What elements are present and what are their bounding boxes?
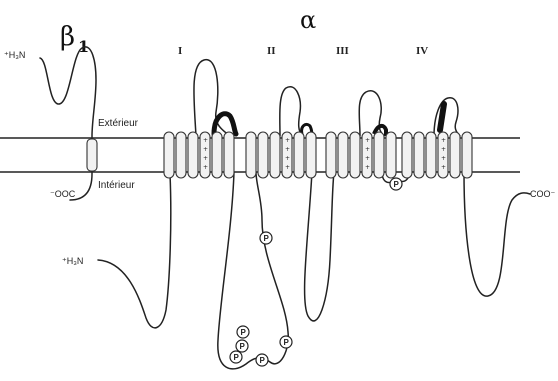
phosphorylation-site-label: P <box>260 356 266 365</box>
domain-3-segment-s1 <box>325 131 337 179</box>
exterior-label: Extérieur <box>98 118 139 129</box>
beta-c-terminus-label: ⁻OOC <box>50 189 76 199</box>
domain-2-segment-s4 <box>281 131 293 179</box>
domain-3-segment-s4 <box>361 131 373 179</box>
voltage-sensor-charge: + <box>441 146 446 153</box>
voltage-sensor-charge: + <box>441 137 446 144</box>
loop-1-2-intracellular <box>217 171 289 370</box>
voltage-sensor-charge: + <box>365 164 370 171</box>
domain-label-2: II <box>267 45 276 57</box>
alpha-subunit-title: α <box>300 6 316 34</box>
beta-subunit-title: β 1 <box>60 22 89 56</box>
phosphorylation-site-circle <box>389 177 403 191</box>
domain-label-1: I <box>178 45 182 57</box>
domain-3-segment-s3 <box>349 131 361 179</box>
loop-2-3-intracellular <box>303 171 335 322</box>
voltage-sensor-charge: + <box>365 137 370 144</box>
phosphorylation-site-label: P <box>264 234 270 243</box>
domain-1-pore-loop <box>211 111 239 137</box>
phosphorylation-site-circle <box>235 339 249 353</box>
alpha-n-terminal-tail <box>97 173 172 329</box>
domain-2-segment-s1 <box>245 131 257 179</box>
voltage-sensor-charge: + <box>203 146 208 153</box>
voltage-sensor-charge: + <box>203 155 208 162</box>
domain-1-segment-s2 <box>175 131 187 179</box>
domain-1-segment-s5 <box>211 131 223 179</box>
phosphorylation-site-label: P <box>394 180 400 189</box>
phosphorylation-site-label: P <box>234 353 240 362</box>
domain-2-extracellular-loop <box>279 85 303 137</box>
beta-subunit-chain <box>39 46 97 201</box>
voltage-sensor-charge: + <box>365 146 370 153</box>
phosphorylation-site-label: P <box>241 328 247 337</box>
domain-4-segment-s4 <box>437 131 449 179</box>
interior-label: Intérieur <box>98 180 135 191</box>
domain-label-4: IV <box>416 45 428 57</box>
domain-2-segment-s5 <box>293 131 305 179</box>
beta-n-terminus-label: ⁺H₃N <box>4 50 25 60</box>
voltage-sensor-charge: + <box>285 155 290 162</box>
domain-3-segment-s6 <box>385 131 397 179</box>
domain-4-extracellular-loop <box>433 97 461 137</box>
domain-1-extracellular-loop <box>193 59 231 137</box>
domain-1-segment-s3 <box>187 131 199 179</box>
domain-3-segment-s2 <box>337 131 349 179</box>
voltage-sensor-charge: + <box>365 155 370 162</box>
domain-2-segment-s6 <box>305 131 317 179</box>
phosphorylation-site-label: P <box>284 338 290 347</box>
domain-3-extracellular-loop <box>358 90 385 137</box>
domain-3-segment-s5 <box>373 131 385 179</box>
phosphorylation-site-circle <box>236 325 250 339</box>
domain-4-segment-s3 <box>425 131 437 179</box>
domain-4-segment-s5 <box>449 131 461 179</box>
phosphorylation-site-label: P <box>240 342 246 351</box>
voltage-sensor-charge: + <box>285 137 290 144</box>
voltage-sensor-charge: + <box>203 137 208 144</box>
phosphorylation-site-circle <box>259 231 273 245</box>
alpha-n-terminus-label: ⁺H₃N <box>62 256 83 266</box>
domain-1-segment-s6 <box>223 131 235 179</box>
voltage-sensor-charge: + <box>441 164 446 171</box>
domain-4-segment-s1 <box>401 131 413 179</box>
voltage-sensor-charge: + <box>285 146 290 153</box>
domain-4-segment-s2 <box>413 131 425 179</box>
phosphorylation-site-circle <box>255 353 269 367</box>
phosphorylation-site-circle <box>279 335 293 349</box>
alpha-c-terminal-tail <box>463 171 531 297</box>
voltage-sensor-charge: + <box>203 164 208 171</box>
domain-3-pore-loop <box>372 123 388 136</box>
domain-label-3: III <box>336 45 349 57</box>
voltage-sensor-charge: + <box>285 164 290 171</box>
domain-2-segment-s2 <box>257 131 269 179</box>
svg-text:β: β <box>60 22 75 52</box>
voltage-sensor-charge: + <box>441 155 446 162</box>
domain-4-segment-s6 <box>461 131 473 179</box>
domain-1-segment-s4 <box>199 131 211 179</box>
transmembrane-segments: + + + + + + + + + + + + + + + + <box>163 131 473 179</box>
domain-2-segment-s3 <box>269 131 281 179</box>
beta-transmembrane-segment <box>86 138 98 172</box>
domain-4-pore-loop <box>437 101 447 133</box>
domain-1-segment-s1 <box>163 131 175 179</box>
alpha-c-terminus-label: COO⁻ <box>530 189 556 199</box>
phosphorylation-site-circle <box>229 350 243 364</box>
